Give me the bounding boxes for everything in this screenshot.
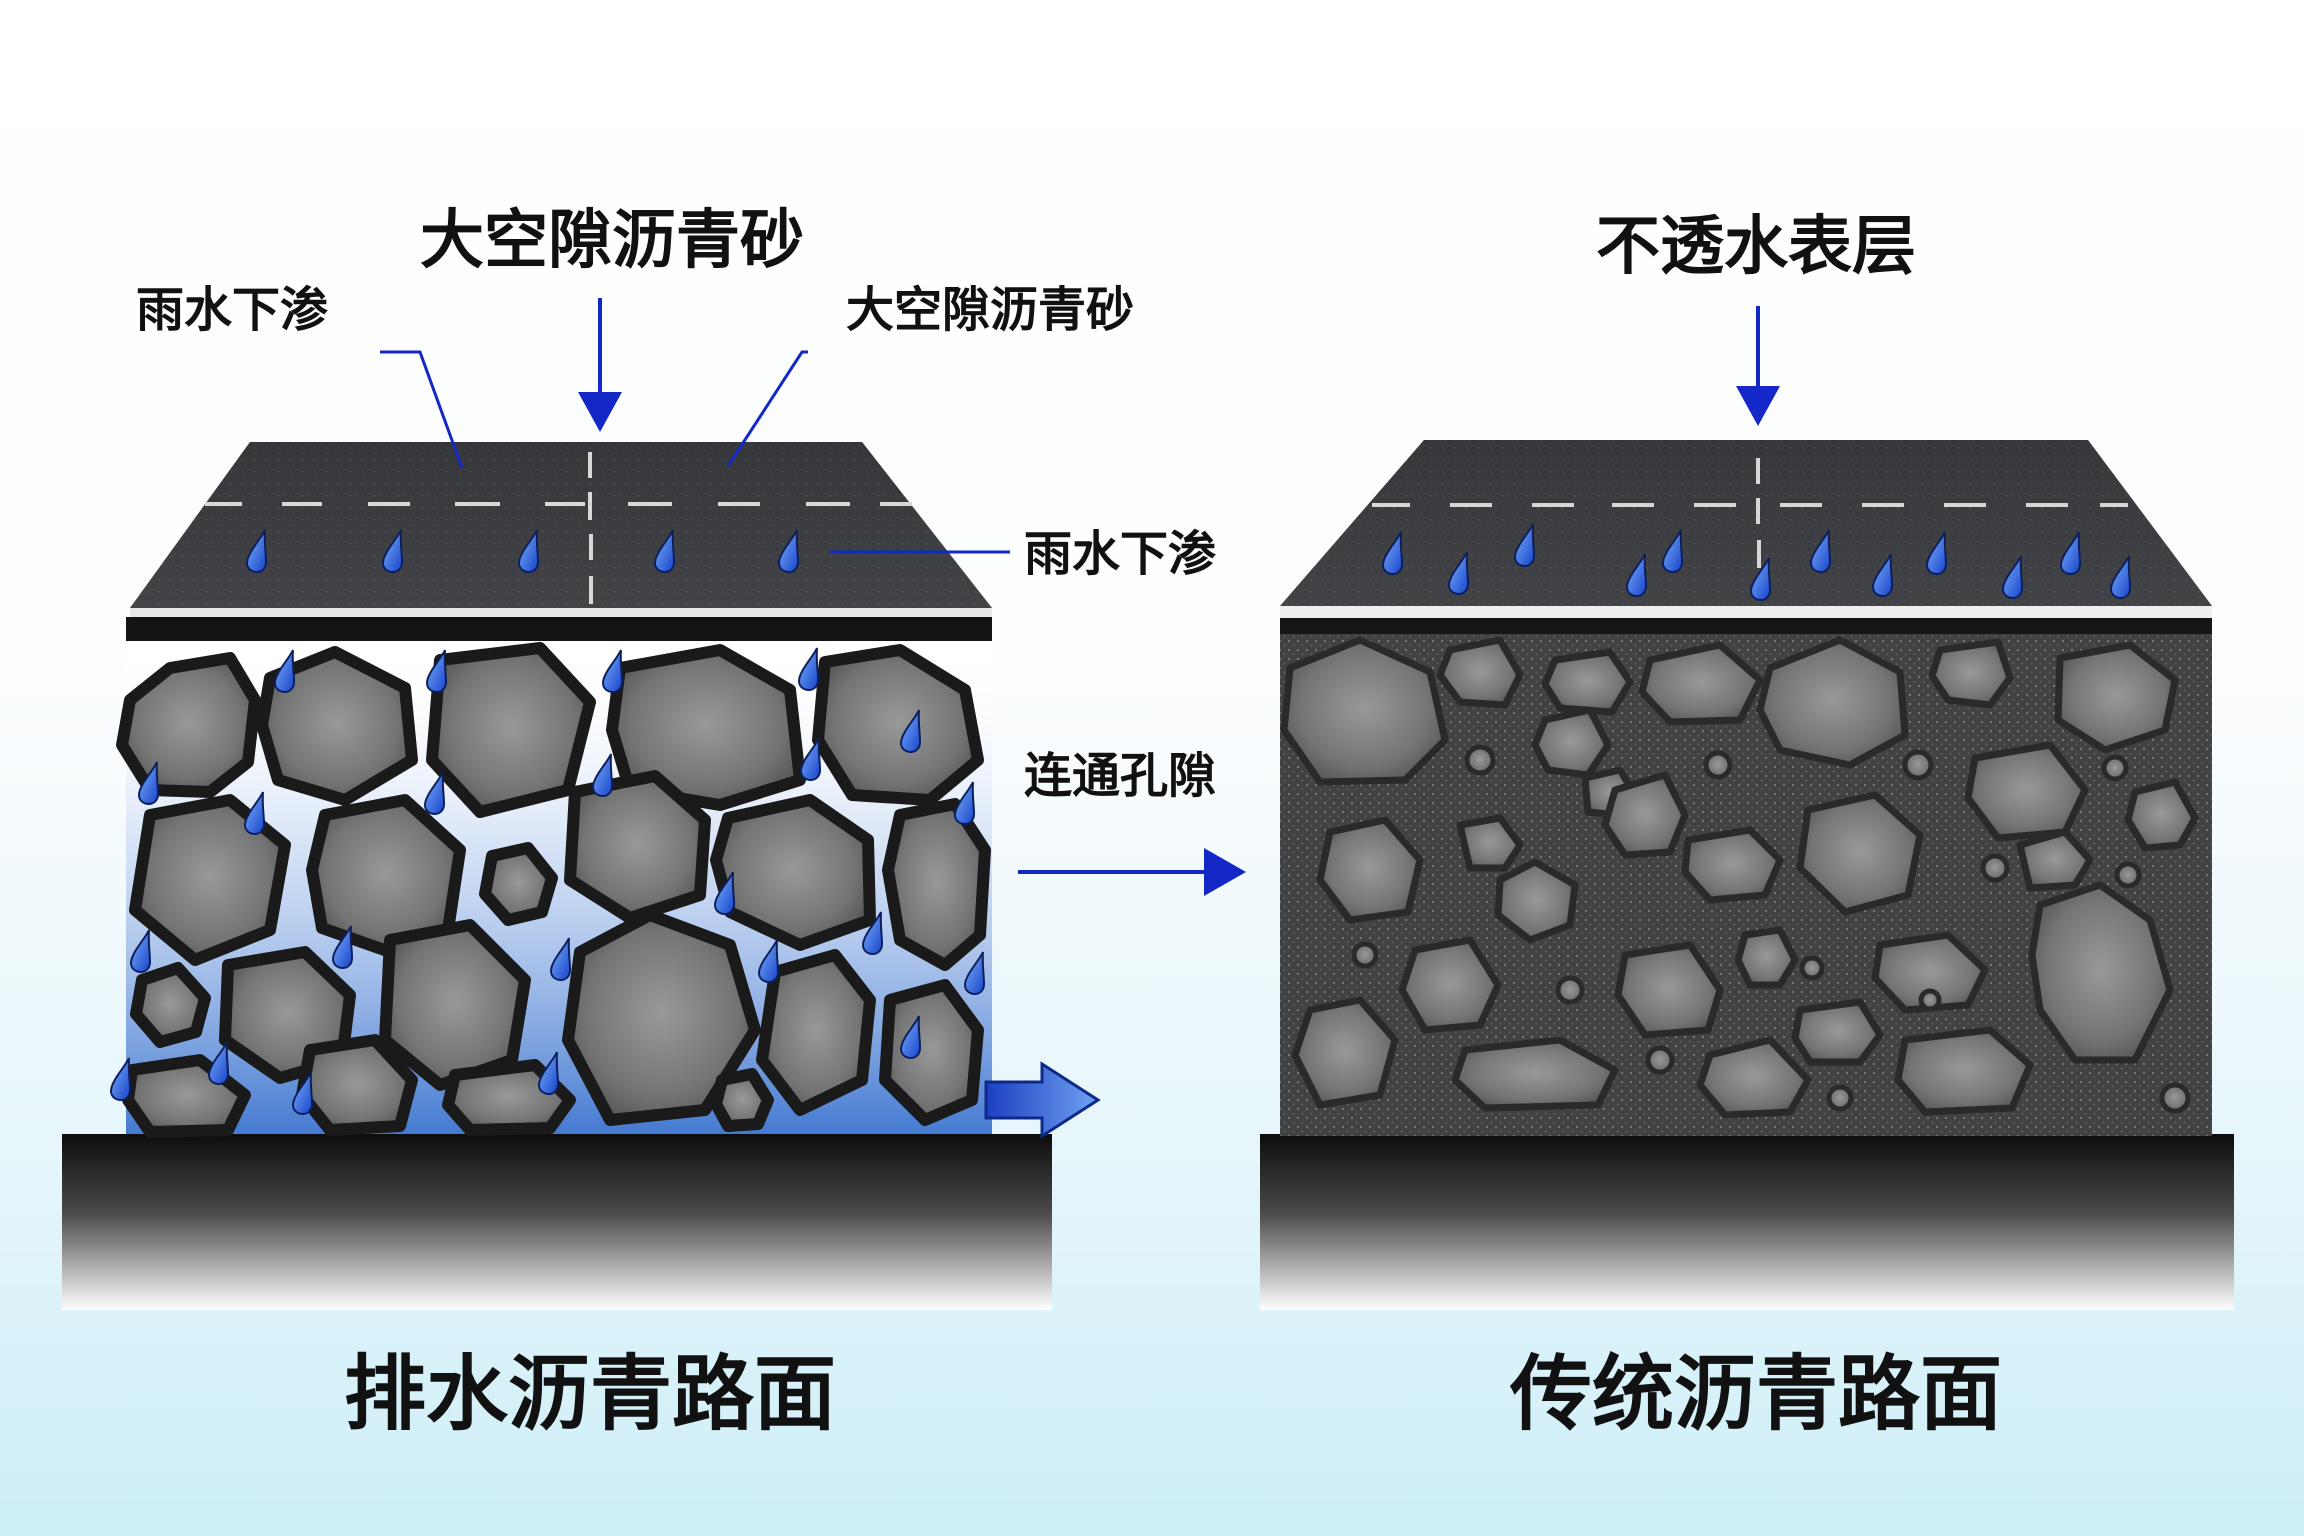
aggregate-stone (379, 919, 531, 1091)
aggregate-stone (1871, 931, 1989, 1014)
aggregate-stone (1638, 641, 1764, 726)
right-caption: 传统沥青路面 (1509, 1347, 2002, 1442)
aggregate-stone (756, 949, 876, 1116)
aggregate-stone (2016, 828, 2094, 892)
aggregate-stone (2124, 778, 2199, 852)
pores-right-arrow (1018, 848, 1246, 896)
right-dense-aggregate-layer (1280, 632, 2212, 1136)
aggregate-stone (1791, 998, 1884, 1066)
aggregate-stone (1928, 638, 2014, 709)
aggregate-stone (879, 979, 984, 1126)
aggregate-stone (812, 644, 984, 806)
aggregate-stone (882, 798, 991, 971)
left-label-rain-infiltration: 雨水下渗 (136, 282, 328, 338)
aggregate-stone (1456, 814, 1524, 872)
left-label-porous-asphalt: 大空隙沥青砂 (846, 282, 1134, 338)
aggregate-stone (1796, 791, 1924, 916)
aggregate-stone (129, 794, 291, 966)
aggregate-stone (1451, 1036, 1619, 1112)
small-aggregate (1703, 750, 1733, 780)
aggregate-stone (130, 962, 211, 1048)
small-aggregate (1918, 988, 1942, 1012)
left-porous-aggregate-layer (110, 642, 992, 1138)
left-caption: 排水沥青路面 (344, 1347, 836, 1442)
aggregate-stone (296, 1034, 418, 1136)
right-main-title: 不透水表层 (1596, 210, 1916, 284)
small-aggregate (1645, 1045, 1675, 1075)
aggregate-stone (1291, 996, 1399, 1109)
leader-line-porous-asphalt (726, 350, 808, 467)
small-aggregate (2114, 861, 2142, 889)
aggregate-stone (1494, 858, 1579, 944)
aggregate-stone (1756, 636, 1909, 769)
aggregate-stone (1436, 636, 1524, 709)
small-aggregate (1826, 1084, 1854, 1112)
left-base-layer (62, 1134, 1052, 1310)
small-aggregate (1351, 941, 1379, 969)
left-pavement (62, 442, 1101, 1310)
leader-line-rain-top (380, 350, 464, 469)
aggregate-stone (2028, 881, 2174, 1064)
text-labels: 大空隙沥青砂 雨水下渗 大空隙沥青砂 雨水下渗 连通孔隙 排水沥青路面 不透水表… (136, 204, 2002, 1442)
small-aggregate (1902, 749, 1934, 781)
aggregate-stone (1696, 1036, 1812, 1119)
aggregate-stone (1614, 941, 1724, 1039)
left-main-title: 大空隙沥青砂 (420, 204, 804, 278)
right-surface-slab (1280, 440, 2212, 634)
small-aggregate (1980, 853, 2010, 883)
aggregate-stone (710, 1068, 774, 1132)
aggregate-stone (426, 642, 596, 818)
aggregate-stone (116, 652, 261, 798)
small-aggregate (1799, 955, 1825, 981)
annotation-arrows (380, 298, 1780, 896)
left-title-down-arrow (578, 298, 622, 432)
aggregate-stone (1541, 648, 1634, 716)
right-base-layer (1260, 1134, 2234, 1310)
aggregate-stone (1894, 1026, 2034, 1116)
aggregate-stone (1531, 706, 1612, 779)
aggregate-stone (2054, 641, 2179, 754)
aggregate-stone (1681, 826, 1784, 904)
side-label-rain-infiltration: 雨水下渗 (1024, 526, 1216, 582)
aggregate-stone (562, 909, 761, 1126)
aggregate-stone (1398, 936, 1502, 1034)
aggregate-stone (479, 842, 558, 926)
small-aggregate (1555, 975, 1585, 1005)
aggregate-stone (256, 646, 418, 806)
small-aggregate (2159, 1082, 2191, 1114)
right-title-down-arrow (1736, 306, 1780, 426)
aggregate-stone (1316, 816, 1424, 924)
aggregate-stone (1734, 926, 1799, 989)
left-surface-slab (126, 442, 992, 641)
small-aggregate (1464, 744, 1496, 776)
aggregate-stone (710, 794, 876, 951)
aggregate-stone (564, 770, 711, 924)
lateral-drainage-arrow (984, 1061, 1101, 1139)
aggregate-stone (1280, 636, 1449, 786)
side-label-connected-pores: 连通孔隙 (1024, 748, 1216, 804)
aggregate-stone (1601, 771, 1689, 859)
aggregate-stone (606, 644, 806, 811)
right-pavement (1260, 440, 2234, 1310)
small-aggregate (2101, 754, 2129, 782)
